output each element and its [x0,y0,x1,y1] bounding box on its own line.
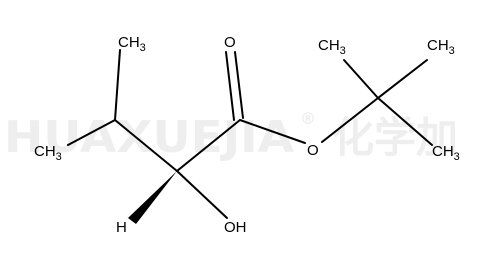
bond-chiral-carbonyl [176,119,241,172]
label-ch3-tbutyl-right: CH3 [427,37,455,57]
watermark: HUAXUEJIA ® 化学加 [4,109,458,163]
bond-ester-o-tertc [321,97,379,143]
bond-tertc-ch3-bottom [377,97,433,146]
label-hydrogen: H [116,219,127,236]
watermark-registered: ® [300,109,316,128]
label-hydroxyl: OH [224,219,247,236]
bond-ch-chiral [114,119,178,172]
bond-tertc-ch3-left [343,59,379,99]
bond-carbonyl-ester-o [239,119,306,144]
bond-ch-ch3-left [67,119,116,146]
label-ch3-top: CH3 [118,34,146,54]
bonds [67,49,433,224]
watermark-chinese: 化学加 [332,113,458,162]
label-oxygen-carbonyl: O [224,34,236,51]
bond-carbonyl-double-a [225,51,235,121]
bond-tertc-ch3-right [377,59,428,99]
bond-ch-ch3-top [114,49,121,121]
bond-carbonyl-double-b [234,51,244,119]
label-oxygen-ester: O [307,142,319,159]
atom-labels: CH3 CH3 O O CH3 CH3 CH3 H OH [34,34,460,236]
watermark-latin: HUAXUEJIA [4,112,294,163]
label-ch3-tbutyl-left: CH3 [318,37,346,57]
label-ch3-left: CH3 [34,143,62,163]
bond-chiral-oh [176,170,228,219]
wedge-bond-h [128,171,177,224]
label-ch3-tbutyl-bottom: CH3 [432,143,460,163]
